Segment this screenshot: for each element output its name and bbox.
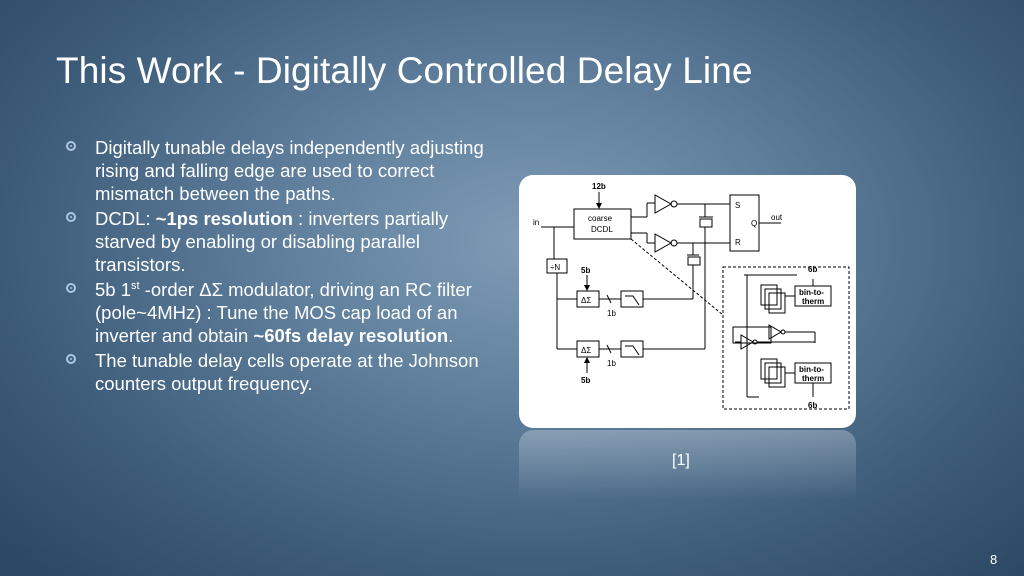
bullet-text-bold: ~60fs delay resolution: [253, 325, 449, 346]
diagram-bin-to-bottom-label: bin-to-: [799, 365, 824, 374]
bullet-superscript: st: [131, 279, 140, 292]
diagram-5b-bottom-label: 5b: [581, 376, 590, 385]
bullet-text-prefix: DCDL:: [95, 208, 156, 229]
diagram-coarse-label: coarse: [588, 214, 613, 223]
bullet-item: DCDL: ~1ps resolution : inverters partia…: [66, 207, 486, 276]
diagram-in-label: in: [533, 218, 539, 227]
bullet-item: 5b 1st -order ΔΣ modulator, driving an R…: [66, 278, 486, 347]
bullet-item: Digitally tunable delays independently a…: [66, 136, 486, 205]
bullet-icon: [66, 354, 76, 364]
bullet-text-suffix: : inverters partially starved by enablin…: [95, 208, 449, 275]
coarse-dcdl-block: [573, 208, 632, 240]
circuit-diagram-figure: in 12b coarse DCDL ÷N 5b 5b 1b 1b ΔΣ ΔΣ …: [519, 175, 856, 428]
diagram-bin-to-top-label: bin-to-: [799, 288, 824, 297]
inverter-top: [654, 194, 673, 214]
inverter-bottom: [654, 233, 673, 253]
diagram-ds-bottom-label: ΔΣ: [581, 346, 591, 355]
bullet-text-bold: ~1ps resolution: [155, 208, 293, 229]
diagram-s-label: S: [735, 201, 740, 210]
page-number: 8: [990, 552, 998, 567]
diagram-r-label: R: [735, 238, 741, 247]
bullet-icon: [66, 141, 76, 151]
bullet-text: Digitally tunable delays independently a…: [95, 137, 484, 204]
diagram-therm-top-label: therm: [802, 297, 824, 306]
diagram-therm-bottom-label: therm: [802, 374, 824, 383]
bullet-text-suffix: .: [448, 325, 454, 346]
bullet-text: The tunable delay cells operate at the J…: [95, 350, 479, 394]
inverter-detail-top: [768, 324, 782, 340]
diagram-5b-top-label: 5b: [581, 266, 590, 275]
bullet-icon: [66, 283, 76, 293]
diagram-12b-label: 12b: [592, 182, 606, 191]
diagram-ds-top-label: ΔΣ: [581, 296, 591, 305]
diagram-q-label: Q: [751, 219, 757, 228]
diagram-6b-top-label: 6b: [808, 265, 817, 274]
bullet-list: Digitally tunable delays independently a…: [66, 136, 486, 397]
rc-filter-top: [620, 290, 644, 308]
figure-reference: [1]: [672, 452, 690, 469]
diagram-1b-bottom-label: 1b: [607, 359, 616, 368]
bullet-item: The tunable delay cells operate at the J…: [66, 349, 486, 395]
rc-filter-bottom: [620, 340, 644, 358]
slide-title: This Work - Digitally Controlled Delay L…: [56, 50, 753, 91]
diagram-div-label: ÷N: [550, 263, 560, 272]
diagram-6b-bottom-label: 6b: [808, 401, 817, 410]
delay-cell-detail: [722, 266, 850, 410]
diagram-dcdl-label: DCDL: [591, 225, 613, 234]
bullet-icon: [66, 212, 76, 222]
circuit-diagram: in 12b coarse DCDL ÷N 5b 5b 1b 1b ΔΣ ΔΣ …: [533, 182, 850, 410]
bullet-text-prefix: 5b 1: [95, 279, 132, 300]
diagram-1b-top-label: 1b: [607, 309, 616, 318]
bullet-text-middle: -order ΔΣ modulator, driving an RC filte…: [95, 279, 472, 346]
diagram-out-label: out: [771, 213, 783, 222]
figure-reflection: [519, 430, 856, 500]
